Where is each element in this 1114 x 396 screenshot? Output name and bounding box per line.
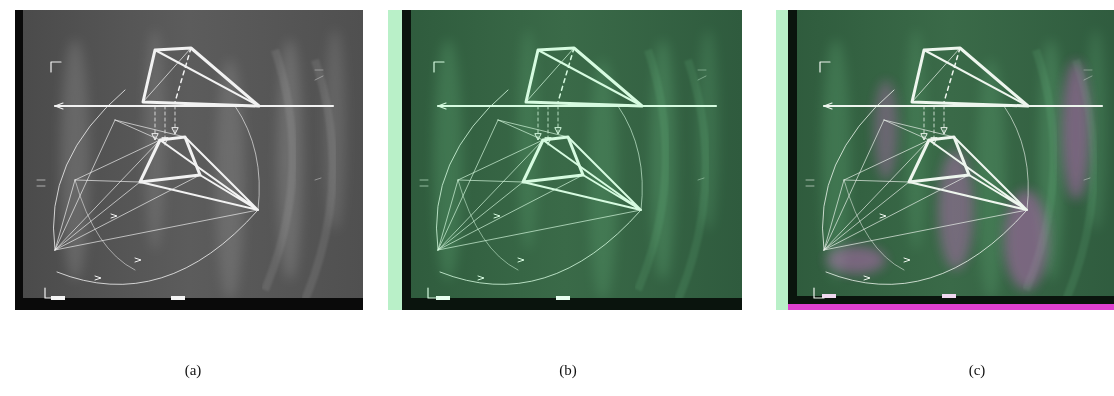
chalkboard-photo-green — [388, 10, 742, 310]
panel-label: (b) — [559, 362, 577, 379]
panel-label: (c) — [969, 362, 986, 379]
chalkboard-photo-magenta — [776, 10, 1114, 310]
chalkboard-photo-gray — [15, 10, 363, 310]
panel-label: (a) — [185, 362, 202, 379]
